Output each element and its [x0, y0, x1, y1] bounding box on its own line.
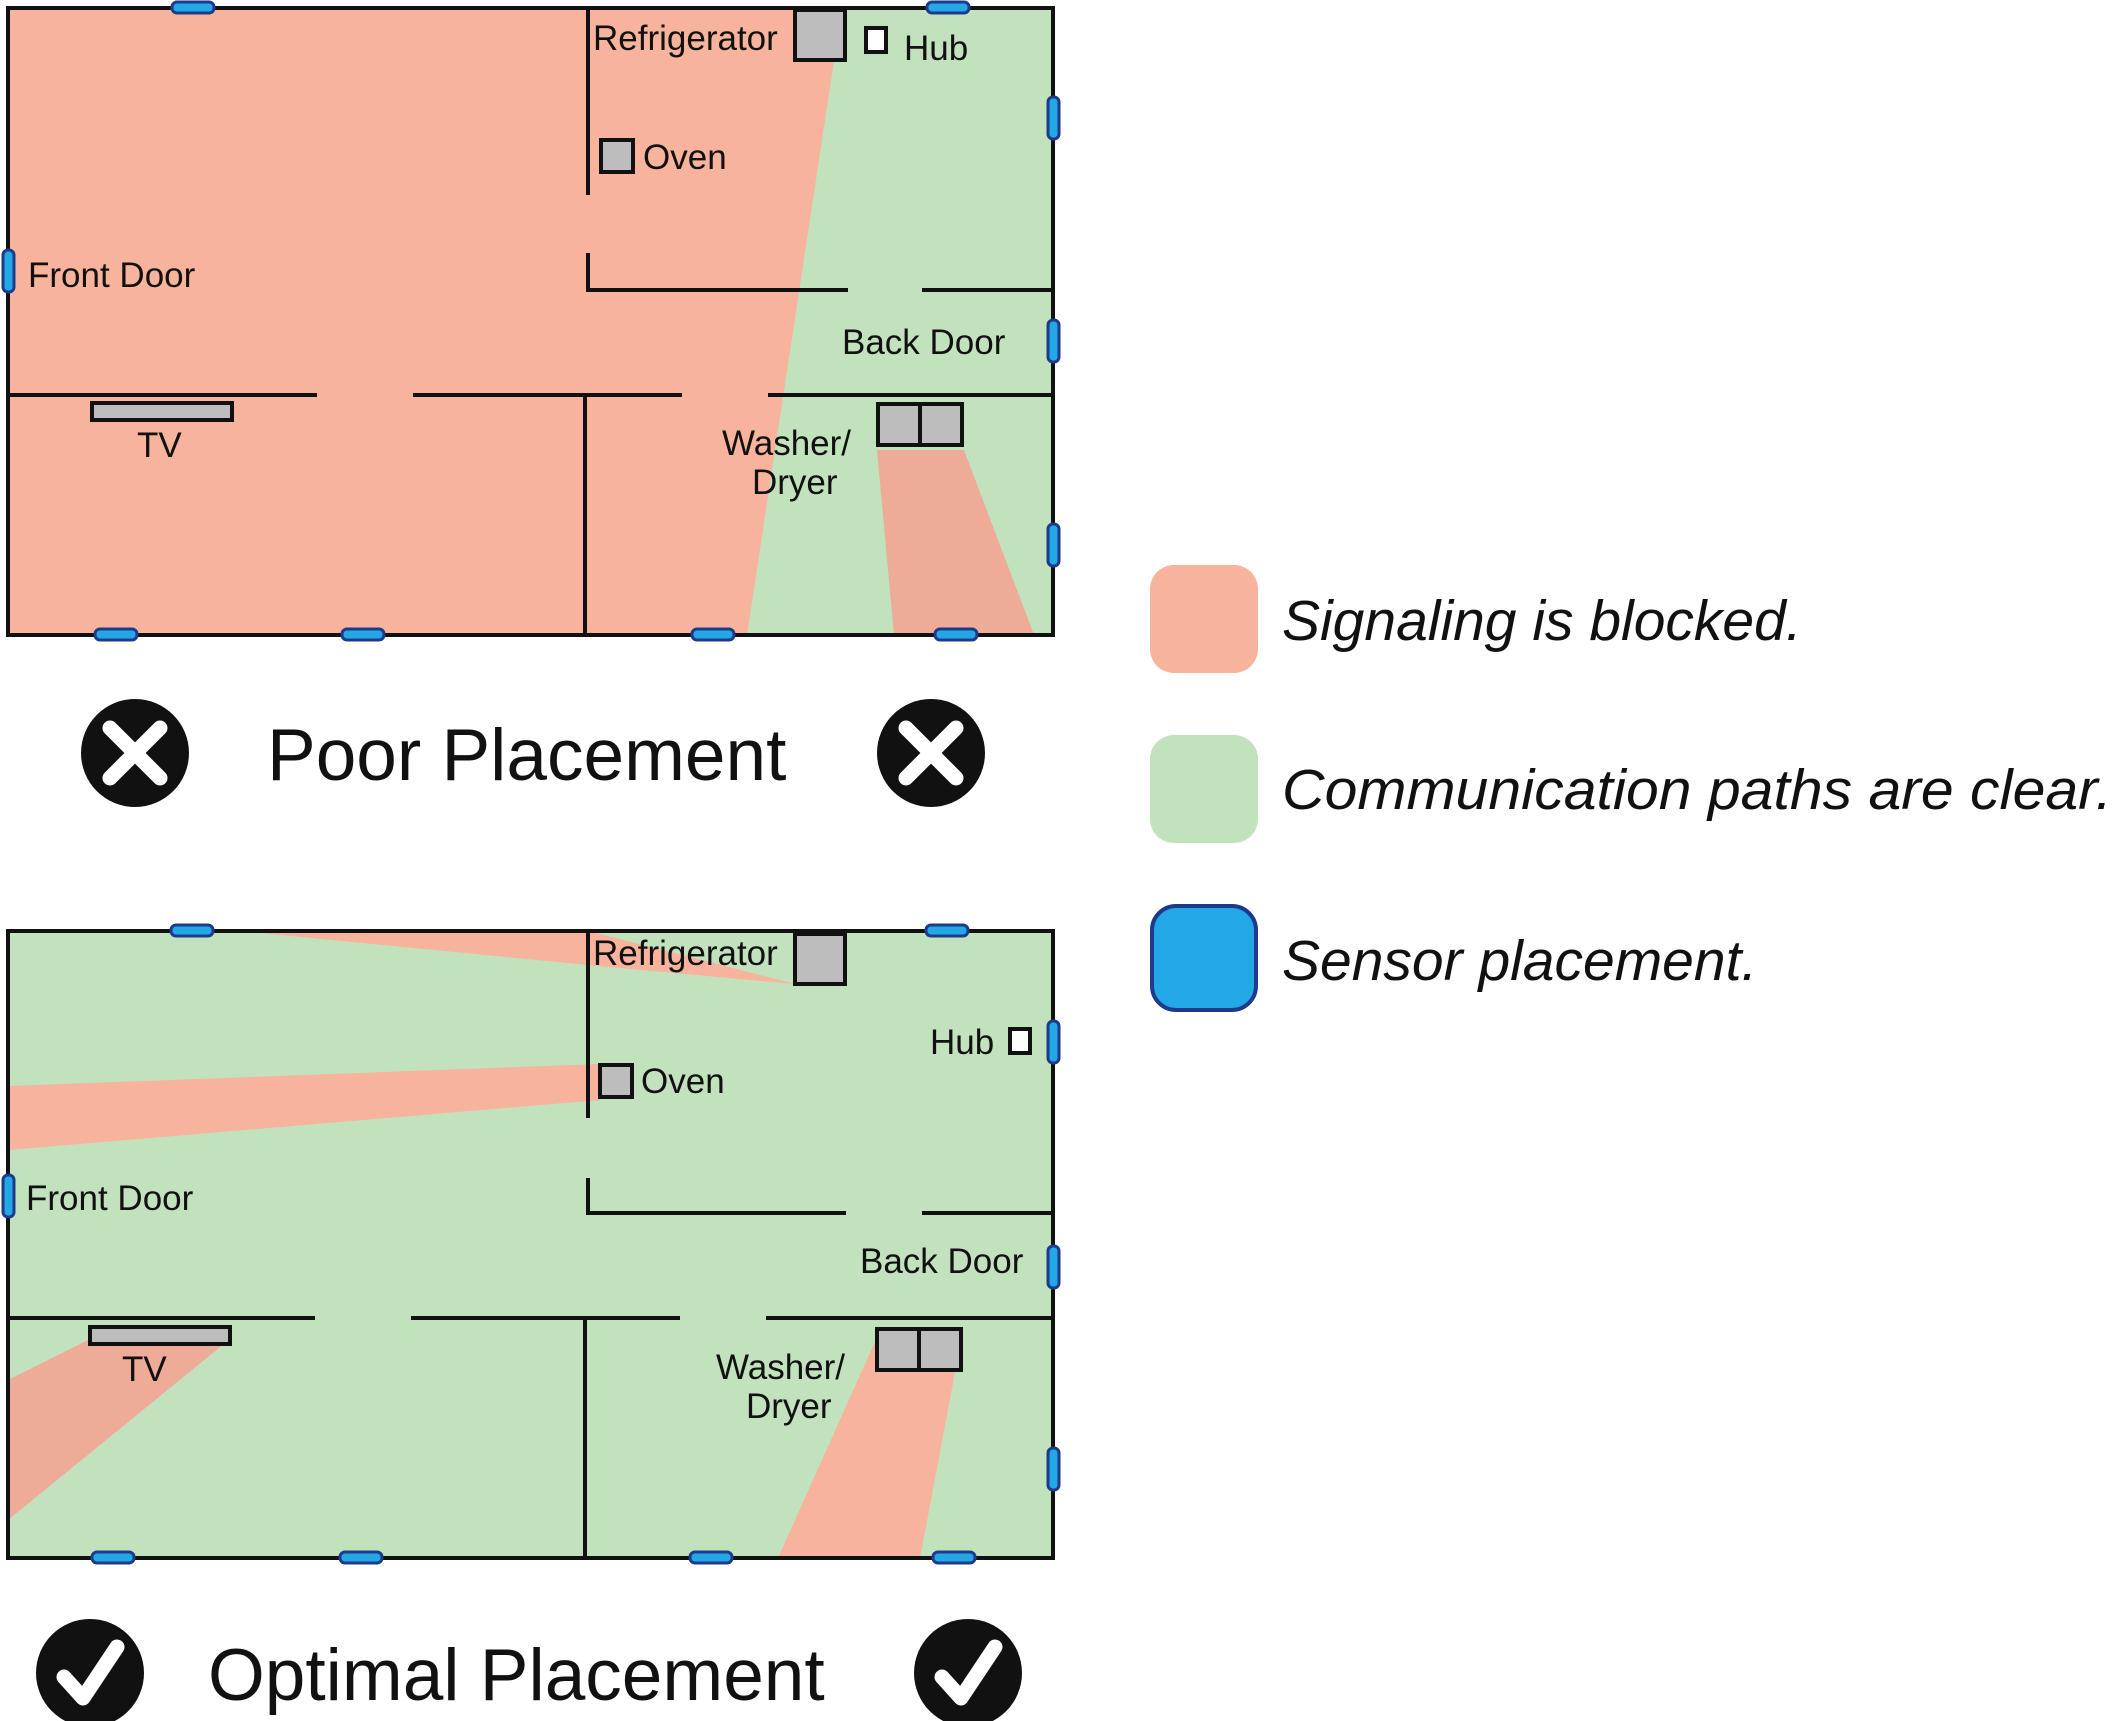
sensor-icon	[169, 923, 215, 938]
poor-caption-row: Poor Placement	[81, 699, 985, 807]
dryer-icon	[917, 1327, 963, 1372]
refrigerator-label: Refrigerator	[593, 19, 778, 58]
blocked-swatch-icon	[1150, 565, 1258, 673]
sensor-icon	[340, 627, 386, 642]
hub-icon	[1008, 1027, 1032, 1055]
washer-label: Washer/	[716, 1348, 845, 1387]
washer-icon	[876, 402, 922, 447]
oven-label: Oven	[641, 1062, 725, 1101]
legend-item-blocked: Signaling is blocked.	[1150, 565, 1802, 673]
tv-label: TV	[122, 1350, 167, 1389]
dryer-label: Dryer	[752, 463, 838, 502]
dryer-label: Dryer	[746, 1387, 832, 1426]
front-door-label: Front Door	[26, 1179, 194, 1218]
refrigerator-icon	[793, 932, 847, 986]
oven-label: Oven	[643, 138, 727, 177]
tv-icon	[88, 1325, 232, 1346]
sensor-swatch-icon	[1150, 904, 1258, 1012]
legend-item-clear: Communication paths are clear.	[1150, 735, 2112, 843]
sensors	[1, 923, 1061, 1565]
sensor-icon	[1046, 318, 1061, 364]
sensor-icon	[931, 1550, 977, 1565]
sensor-icon	[925, 0, 971, 15]
sensor-icon	[933, 627, 979, 642]
washer-label: Washer/	[722, 424, 851, 463]
sensor-icon	[924, 923, 970, 938]
blocked-zone-washer	[877, 450, 1034, 635]
blocked-zone-tv	[8, 1339, 230, 1520]
blocked-zone-washer	[778, 1335, 962, 1558]
tv-icon	[90, 401, 234, 422]
check-circle-icon	[36, 1619, 144, 1721]
sensors	[1, 0, 1061, 642]
sensor-icon	[90, 1550, 136, 1565]
x-circle-icon	[81, 699, 189, 807]
back-door-label: Back Door	[860, 1242, 1024, 1281]
hub-icon	[864, 26, 888, 54]
clear-swatch-icon	[1150, 735, 1258, 843]
blocked-zone-refrigerator	[240, 931, 795, 984]
sensor-icon	[1046, 1244, 1061, 1290]
optimal-placement-caption: Optimal Placement	[208, 1635, 825, 1716]
sensor-icon	[338, 1550, 384, 1565]
clear-zone	[747, 8, 1053, 635]
x-circle-icon	[877, 699, 985, 807]
front-door-label: Front Door	[28, 256, 196, 295]
hub-label: Hub	[904, 29, 968, 68]
legend-label-sensor: Sensor placement.	[1282, 929, 1757, 993]
oven-icon	[599, 138, 635, 174]
sensor-icon	[1046, 522, 1061, 568]
sensor-icon	[93, 627, 139, 642]
optimal-placement-floorplan: Refrigerator Hub Oven Front Door Back Do…	[1, 923, 1061, 1565]
sensor-icon	[1046, 1446, 1061, 1492]
back-door-label: Back Door	[842, 323, 1006, 362]
optimal-caption-row: Optimal Placement	[36, 1619, 1022, 1721]
legend-label-blocked: Signaling is blocked.	[1282, 589, 1802, 653]
sensor-icon	[1046, 95, 1061, 141]
legend: Signaling is blocked. Communication path…	[1150, 565, 2112, 1012]
poor-placement-caption: Poor Placement	[267, 715, 786, 796]
sensor-icon	[688, 1550, 734, 1565]
sensor-icon	[690, 627, 736, 642]
washer-icon	[875, 1327, 921, 1372]
check-circle-icon	[914, 1619, 1022, 1721]
sensor-icon	[1, 248, 16, 294]
legend-item-sensor: Sensor placement.	[1150, 904, 1757, 1012]
sensor-icon	[1, 1173, 16, 1219]
legend-label-clear: Communication paths are clear.	[1282, 758, 2112, 822]
sensor-icon	[1046, 1019, 1061, 1065]
refrigerator-label: Refrigerator	[593, 934, 778, 973]
refrigerator-icon	[793, 8, 847, 62]
blocked-zone-oven	[8, 1064, 600, 1150]
poor-placement-floorplan: Refrigerator Hub Oven Front Door Back Do…	[1, 0, 1061, 642]
sensor-icon	[170, 0, 216, 15]
oven-icon	[598, 1063, 634, 1099]
dryer-icon	[918, 402, 964, 447]
tv-label: TV	[137, 426, 182, 465]
hub-label: Hub	[930, 1023, 994, 1062]
